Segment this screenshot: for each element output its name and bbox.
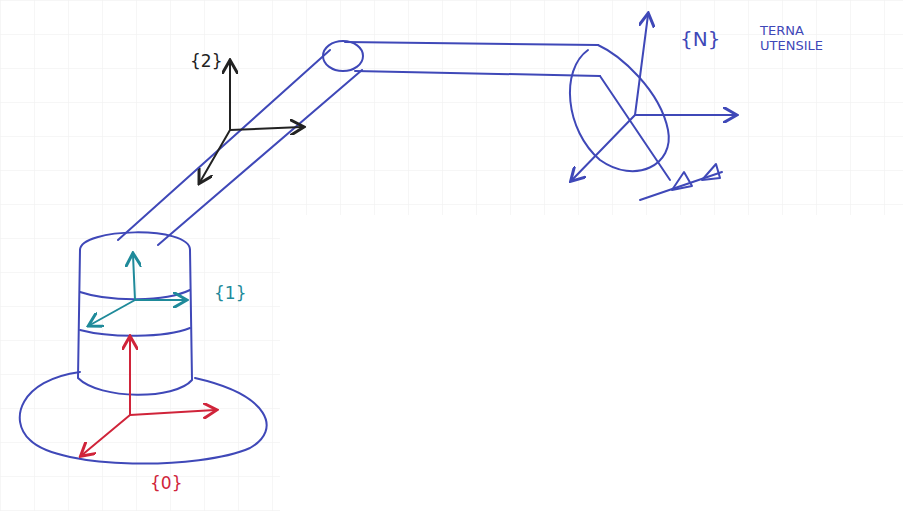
frame-label: {N}: [680, 28, 720, 51]
frame-label: {2}: [190, 52, 222, 72]
cylinder-band: [80, 328, 190, 336]
wrist: [570, 45, 669, 171]
base-plate: [20, 372, 267, 464]
axis: [82, 415, 130, 455]
blank-area: [280, 215, 903, 511]
axis: [635, 15, 648, 115]
axis: [635, 114, 735, 116]
axis: [133, 255, 135, 300]
tool-tip: [640, 172, 722, 200]
frame-label: {0}: [150, 474, 182, 494]
axis: [129, 338, 131, 415]
tool-tip: [702, 164, 720, 180]
axis: [572, 115, 635, 180]
axis: [229, 62, 231, 130]
link-2: [355, 71, 600, 76]
tool: [600, 76, 670, 180]
cylinder-top: [80, 232, 190, 250]
tool-tip: [672, 172, 692, 190]
axis: [230, 127, 302, 130]
link-2: [345, 42, 598, 45]
frame-label: {1}: [214, 284, 246, 304]
axis: [135, 299, 185, 301]
frame-label: TERNA UTENSILE: [760, 24, 840, 54]
axis: [90, 300, 135, 325]
link-1: [118, 50, 330, 240]
base-cylinder: [78, 250, 192, 395]
axis: [130, 410, 215, 415]
link-1: [158, 70, 362, 245]
axis: [200, 130, 230, 182]
joint: [323, 41, 363, 71]
